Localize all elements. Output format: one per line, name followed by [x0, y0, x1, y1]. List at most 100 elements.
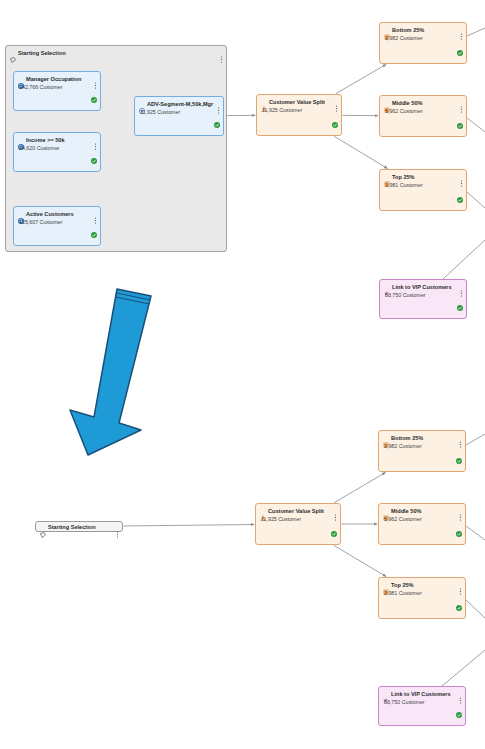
status-check	[214, 114, 220, 132]
menu-icon	[460, 26, 463, 44]
status-check	[457, 42, 463, 60]
node-title: Manager Occupation	[26, 76, 81, 82]
connector	[224, 115, 255, 116]
node-icon	[383, 434, 389, 452]
outgoing-line	[467, 118, 485, 132]
process-box: Income >= 50k 24,620 Customer	[13, 132, 101, 172]
status-check	[456, 523, 462, 541]
process-box: Bottom 25% 2,982 Customer	[378, 430, 466, 472]
node-icon	[384, 26, 390, 44]
status-check	[456, 704, 462, 722]
outgoing-line	[466, 434, 485, 445]
menu-icon	[335, 98, 338, 116]
node-icon	[384, 173, 390, 191]
status-check	[457, 297, 463, 315]
node-title: Middle 50%	[391, 508, 421, 514]
node-icon	[18, 210, 24, 228]
menu-icon	[459, 581, 462, 599]
outgoing-line	[466, 600, 485, 618]
menu-icon	[94, 210, 97, 228]
process-box: Customer Value Split 11,925 Customer	[256, 94, 342, 136]
menu-icon	[116, 524, 119, 542]
node-title: Link to VIP Customers	[391, 691, 451, 697]
node-icon	[260, 507, 266, 525]
process-box: Middle 50%5,962 Customer	[379, 95, 467, 137]
menu-icon	[460, 173, 463, 191]
node-title: Bottom 25%	[391, 435, 423, 441]
node-title: ADV-Segment-M,50k,Mgr	[147, 101, 213, 107]
node-title: Customer Value Split	[269, 99, 325, 105]
incoming-line	[442, 650, 485, 686]
node-count: 24,620 Customer	[19, 146, 60, 152]
node-title: Link to VIP Customers	[392, 284, 452, 290]
outgoing-line	[467, 192, 485, 208]
process-box: Middle 50% 5,962 Customer	[378, 503, 466, 545]
outgoing-line	[466, 526, 485, 540]
status-check	[91, 89, 97, 107]
node-title: Income >= 50k	[26, 137, 65, 143]
connector	[342, 115, 378, 116]
process-box: Active Customers 125,607 Customer	[13, 206, 101, 246]
process-box: Link to VIP Customers83,750 Customer	[379, 279, 467, 319]
menu-icon	[217, 100, 220, 118]
node-title: Middle 50%	[392, 100, 422, 106]
node-count: 5,962 Customer	[384, 517, 422, 523]
process-box: Bottom 25% 2,982 Customer	[379, 22, 467, 64]
node-title: Active Customers	[26, 211, 74, 217]
node-icon	[18, 136, 24, 154]
group-panel: Starting SelectionManager Occupation 242,…	[5, 45, 227, 252]
node-icon	[384, 283, 390, 301]
status-check	[91, 224, 97, 242]
menu-icon	[220, 49, 223, 67]
connector	[334, 545, 387, 576]
node-count: 83,750 Customer	[384, 700, 425, 706]
node-icon	[40, 524, 46, 542]
node-title: Starting Selection	[48, 524, 96, 530]
node-count: 242,766 Customer	[19, 85, 63, 91]
node-count: 2,981 Customer	[385, 183, 423, 189]
node-count: 2,982 Customer	[384, 444, 422, 450]
node-count: 11,925 Customer	[140, 110, 180, 116]
node-icon	[383, 690, 389, 708]
process-box: Starting Selection	[35, 521, 123, 532]
node-title: Bottom 25%	[392, 27, 424, 33]
node-icon	[10, 49, 16, 67]
transform-arrow	[70, 289, 151, 455]
menu-icon	[460, 283, 463, 301]
connector	[123, 525, 254, 526]
status-check	[331, 523, 337, 541]
node-count: 11,925 Customer	[261, 517, 301, 523]
status-check	[91, 150, 97, 168]
connector	[342, 524, 378, 525]
node-icon	[384, 99, 390, 117]
node-title: Top 25%	[391, 582, 414, 588]
menu-icon	[459, 690, 462, 708]
menu-icon	[94, 136, 97, 154]
menu-icon	[334, 507, 337, 525]
node-icon	[383, 581, 389, 599]
node-icon	[383, 507, 389, 525]
status-check	[456, 597, 462, 615]
connector	[334, 136, 387, 168]
status-check	[456, 450, 462, 468]
node-icon	[18, 75, 24, 93]
status-check	[332, 114, 338, 132]
process-box: Top 25% 2,981 Customer	[378, 577, 466, 619]
process-box: Link to VIP Customers 83,750 Customer	[378, 686, 466, 726]
process-box: Manager Occupation 242,766 Customer	[13, 71, 101, 111]
node-count: 11,925 Customer	[262, 108, 302, 114]
incoming-line	[443, 240, 485, 279]
process-box: ADV-Segment-M,50k,Mgr 11,925 Customer	[134, 96, 224, 136]
node-title: Starting Selection	[18, 50, 66, 56]
node-count: 125,607 Customer	[19, 220, 63, 226]
outgoing-line	[467, 28, 485, 36]
process-box: Customer Value Split11,925 Customer	[255, 503, 341, 545]
menu-icon	[460, 99, 463, 117]
connector	[336, 64, 387, 93]
connector	[334, 472, 386, 502]
menu-icon	[459, 507, 462, 525]
menu-icon	[94, 75, 97, 93]
node-icon	[261, 98, 267, 116]
node-count: 2,982 Customer	[385, 36, 423, 42]
node-count: 2,981 Customer	[384, 591, 422, 597]
